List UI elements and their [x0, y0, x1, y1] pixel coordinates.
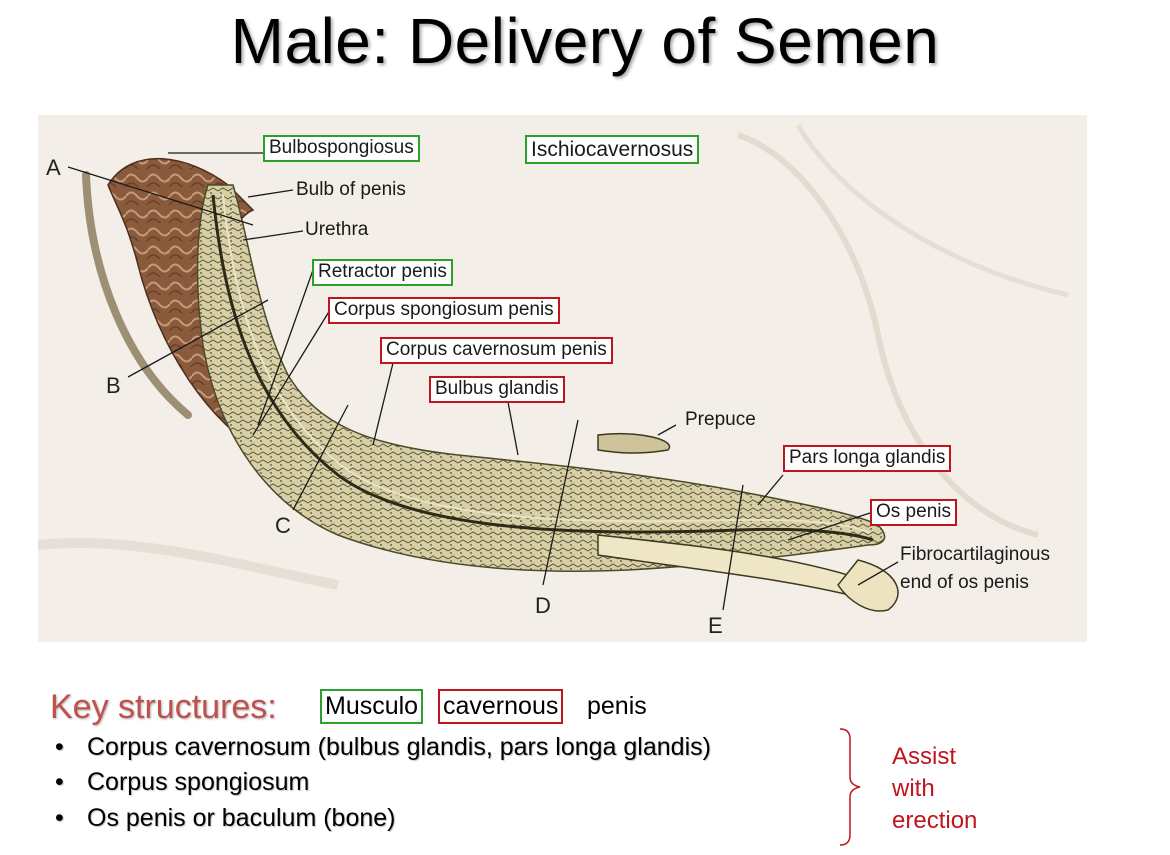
letter-b: B [106, 373, 121, 398]
key-structures-heading: Key structures: [50, 688, 277, 726]
label-prepuce: Prepuce [685, 409, 756, 430]
key-term-cavernous: cavernous [438, 689, 564, 724]
label-fibrocartilaginous-line2: end of os penis [900, 572, 1029, 593]
leader-lines [67, 152, 899, 611]
penis-diagram-drawing [38, 123, 1069, 612]
bullet-item: •Corpus spongiosum [55, 768, 310, 796]
label-corpus-cavernosum-penis: Corpus cavernosum penis [380, 337, 613, 364]
label-pars-longa-glandis: Pars longa glandis [783, 445, 952, 472]
assist-line1: Assist [892, 743, 957, 770]
letter-c: C [275, 513, 291, 538]
label-corpus-spongiosum-penis: Corpus spongiosum penis [328, 297, 560, 324]
label-urethra: Urethra [305, 219, 369, 240]
label-retractor-penis: Retractor penis [312, 259, 453, 286]
assist-line3: erection [892, 807, 978, 834]
key-term-musculo: Musculo [320, 689, 424, 724]
assist-line2: with [892, 775, 935, 802]
bracket-brace [839, 728, 861, 846]
key-term-penis: penis [587, 692, 647, 720]
slide-title: Male: Delivery of Semen [230, 5, 940, 77]
anatomy-illustration: A B C D E Bulbospongiosus Ischiocavernos… [38, 115, 1087, 642]
label-bulbus-glandis: Bulbus glandis [429, 376, 565, 403]
label-bulb-of-penis: Bulb of penis [296, 179, 406, 200]
bullet-item: •Os penis or baculum (bone) [55, 804, 396, 832]
label-ischiocavernosus: Ischiocavernosus [525, 135, 700, 165]
label-fibrocartilaginous-line1: Fibrocartilaginous [900, 544, 1050, 565]
bullet-item: •Corpus cavernosum (bulbus glandis, pars… [55, 733, 711, 761]
letter-d: D [535, 593, 551, 618]
label-bulbospongiosus: Bulbospongiosus [263, 135, 420, 162]
label-os-penis: Os penis [870, 499, 957, 526]
letter-e: E [708, 613, 723, 638]
letter-a: A [46, 155, 61, 180]
